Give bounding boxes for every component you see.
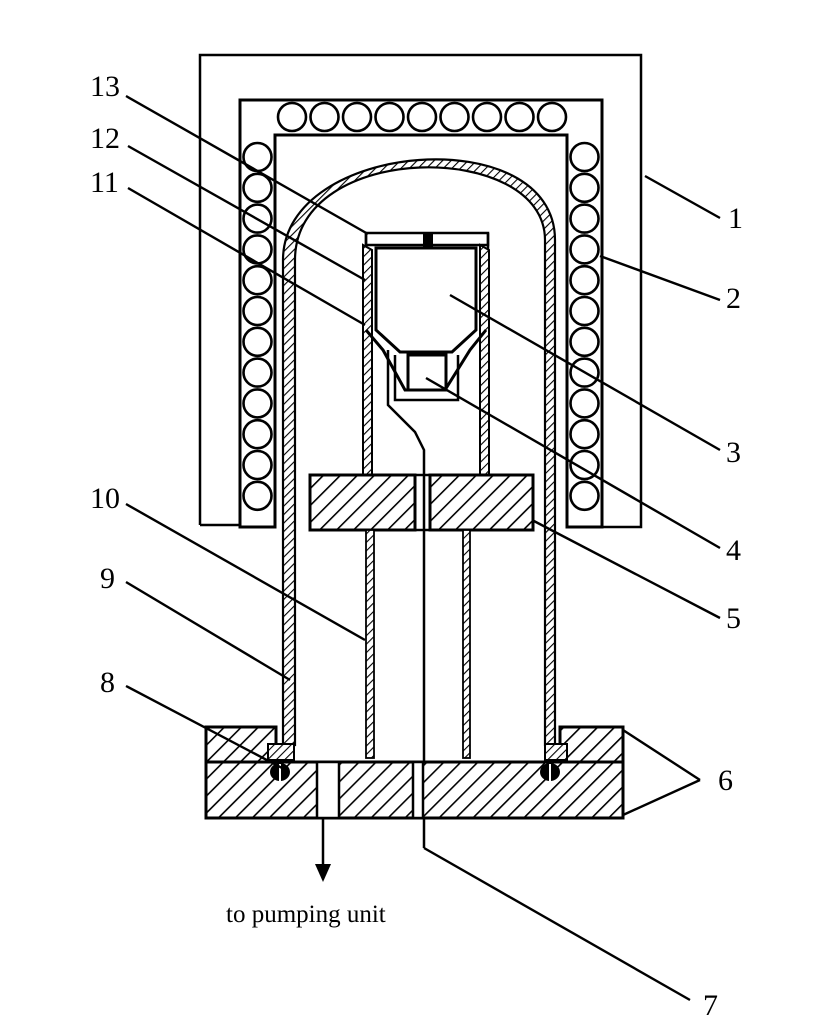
coil-turn [242, 172, 273, 204]
coil-turn [242, 326, 273, 358]
label-4: 4 [726, 534, 741, 567]
coil-turn [439, 101, 470, 133]
coil-turn [242, 295, 273, 327]
coil-turn [569, 264, 600, 296]
label-5: 5 [726, 602, 741, 635]
seed-holder [393, 353, 460, 402]
heating-coil [238, 98, 604, 529]
coil-turn [569, 418, 600, 450]
thermocouple [386, 350, 426, 848]
label-7: 7 [703, 989, 718, 1022]
label-6: 6 [718, 764, 733, 797]
coil-turn [276, 101, 308, 133]
pumping-caption: to pumping unit [226, 901, 386, 928]
coil-turn [569, 449, 600, 481]
coil-turn [242, 449, 273, 481]
leader-lines [125, 94, 721, 1002]
label-2: 2 [726, 282, 741, 315]
label-12: 12 [90, 122, 120, 155]
label-8: 8 [100, 666, 115, 699]
coil-windings [242, 101, 600, 512]
coil-turn [406, 101, 438, 133]
coil-turn [242, 234, 273, 265]
o-ring-seals [267, 743, 568, 781]
part-labels: 13 12 11 10 9 8 1 2 3 4 5 6 7 to pumping… [90, 70, 743, 1022]
label-11: 11 [90, 166, 119, 199]
base-flange [204, 725, 625, 820]
coil-turn [242, 357, 273, 388]
coil-turn [374, 101, 405, 133]
coil-turn [569, 172, 600, 204]
coil-turn [569, 326, 600, 358]
coil-turn [341, 101, 373, 133]
coil-turn [569, 388, 600, 419]
crucible-holder [362, 243, 490, 481]
label-10: 10 [90, 482, 120, 515]
label-9: 9 [100, 562, 115, 595]
coil-turn [242, 264, 273, 296]
coil-turn [242, 418, 273, 450]
coil-turn [242, 480, 273, 512]
coil-turn [504, 101, 535, 133]
pumping-arrow [315, 818, 331, 882]
coil-turn [569, 203, 600, 234]
coil-turn [242, 388, 273, 419]
coil-turn [471, 101, 503, 133]
label-3: 3 [726, 436, 741, 469]
label-1: 1 [728, 202, 743, 235]
coil-turn [569, 234, 600, 265]
coil-turn [569, 295, 600, 327]
support-plate [308, 473, 535, 532]
coil-turn [536, 101, 568, 133]
coil-turn [569, 480, 600, 512]
coil-turn [242, 141, 273, 173]
coil-turn [309, 101, 340, 133]
label-13: 13 [90, 70, 120, 103]
coil-turn [569, 141, 600, 173]
furnace-casing [198, 53, 643, 529]
support-rods [365, 529, 471, 759]
